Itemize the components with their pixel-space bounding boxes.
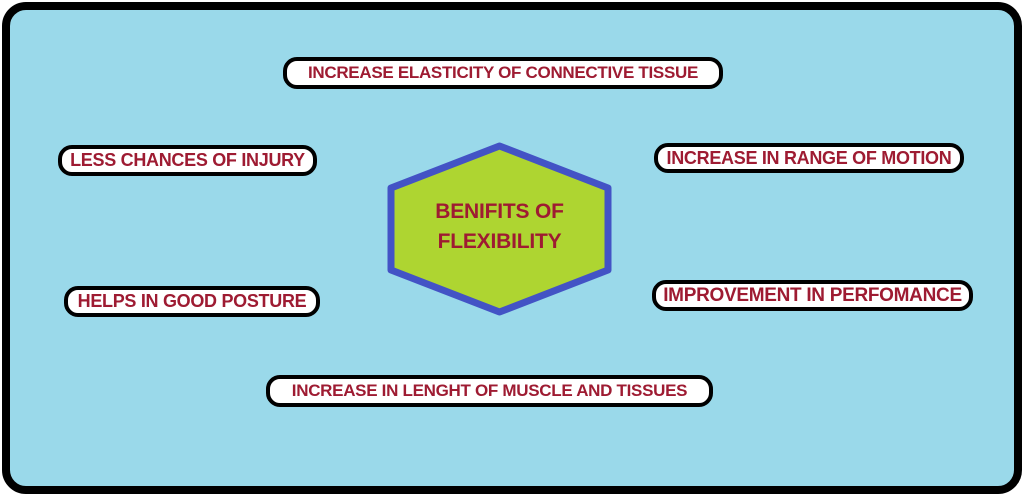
label-increase-length-of-muscle: INCREASE IN LENGHT OF MUSCLE AND TISSUES	[266, 375, 713, 407]
label-increase-elasticity: INCREASE ELASTICITY OF CONNECTIVE TISSUE	[283, 57, 723, 89]
hexagon-polygon	[387, 142, 612, 316]
hexagon-title-line1: BENIFITS OF	[435, 200, 564, 223]
hexagon-title: BENIFITS OF FLEXIBILITY	[384, 197, 615, 257]
label-helps-in-good-posture: HELPS IN GOOD POSTURE	[64, 286, 320, 317]
label-increase-range-of-motion: INCREASE IN RANGE OF MOTION	[654, 143, 964, 173]
label-improvement-in-performance: IMPROVEMENT IN PERFOMANCE	[652, 280, 973, 311]
benefits-hexagon-shape	[387, 142, 612, 316]
hexagon-title-line2: FLEXIBILITY	[437, 230, 562, 253]
label-less-chances-of-injury: LESS CHANCES OF INJURY	[58, 145, 317, 176]
